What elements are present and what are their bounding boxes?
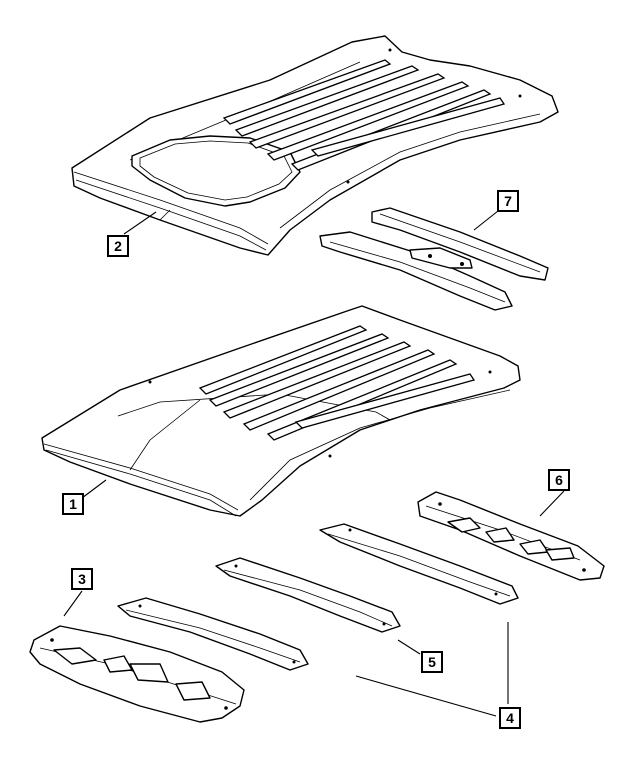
callout-5: 5 <box>421 651 443 673</box>
roof-panel <box>41 305 521 517</box>
callout-7: 7 <box>497 190 519 212</box>
roof-bow-front <box>117 597 309 671</box>
callout-6: 6 <box>548 469 570 491</box>
callout-4: 4 <box>499 707 521 729</box>
front-roof-header <box>29 625 245 723</box>
callout-3: 3 <box>71 568 93 590</box>
roof-bow-middle <box>215 557 401 633</box>
roof-bow-assembly <box>319 207 549 311</box>
sunroof-opening <box>131 135 301 207</box>
leader-lines <box>63 210 565 717</box>
roof-panel-sunroof <box>71 35 559 256</box>
rear-roof-header <box>417 491 605 581</box>
callout-2: 2 <box>107 235 129 257</box>
roof-bow-rear <box>319 523 519 605</box>
callout-1: 1 <box>62 493 84 515</box>
